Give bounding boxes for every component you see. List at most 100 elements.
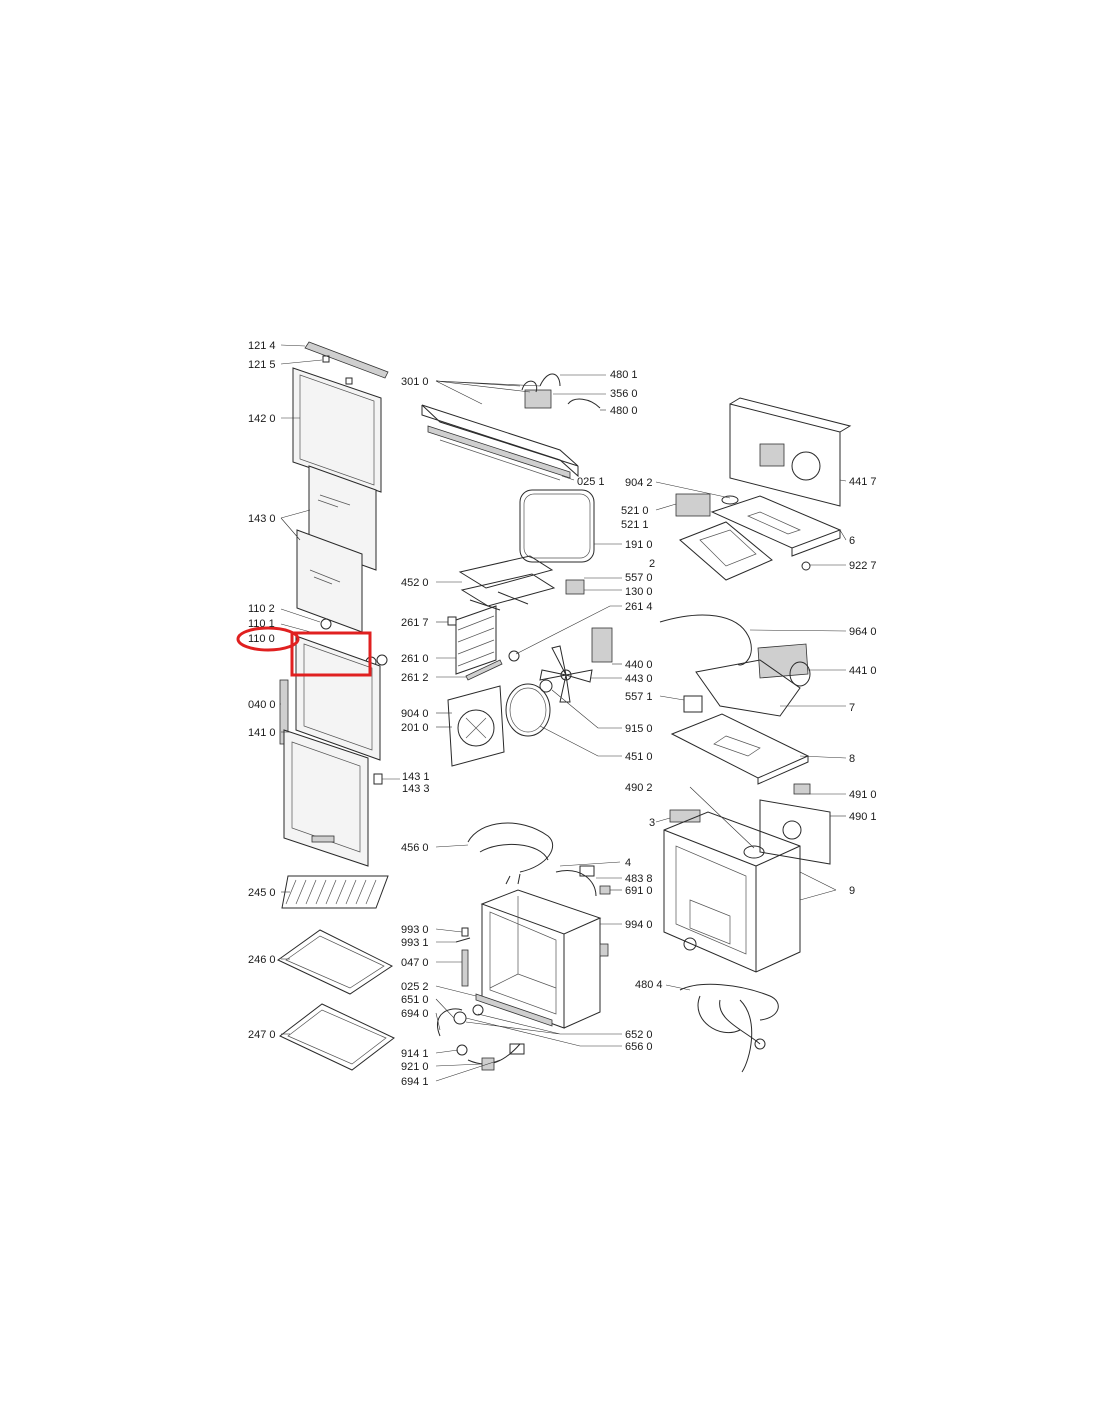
electronic-board[interactable] <box>524 389 552 409</box>
part-label-246-0: 246 0 <box>248 954 276 966</box>
part-label-047-0: 047 0 <box>401 957 429 969</box>
grommet-490-2[interactable] <box>743 845 765 859</box>
part-label-143-3: 143 3 <box>402 783 430 795</box>
part-label-904-0: 904 0 <box>401 708 429 720</box>
rail-pin[interactable] <box>508 650 520 662</box>
lamp-cover[interactable] <box>472 1004 484 1016</box>
fan-motor-440[interactable] <box>591 627 613 663</box>
part-label-557-1: 557 1 <box>625 691 653 703</box>
thermostat-557-1[interactable] <box>683 695 703 713</box>
part-label-456-0: 456 0 <box>401 842 429 854</box>
cooling-plate-2[interactable] <box>679 521 773 581</box>
baking-tray-246[interactable] <box>277 929 393 995</box>
connector-491[interactable] <box>793 783 811 795</box>
part-label-993-1: 993 1 <box>401 937 429 949</box>
part-label-201-0: 201 0 <box>401 722 429 734</box>
hinge-washer[interactable] <box>376 654 388 666</box>
part-label-121-4: 121 4 <box>248 340 276 352</box>
pipe-964[interactable] <box>659 614 752 666</box>
door-seal-191[interactable] <box>519 489 595 563</box>
part-label-694-1: 694 1 <box>401 1076 429 1088</box>
wire-483-8[interactable] <box>555 870 597 897</box>
cooling-fan-441[interactable] <box>757 643 811 687</box>
door-inner-frame-110[interactable] <box>295 635 381 761</box>
rail-261-2[interactable] <box>465 659 503 681</box>
base-plate-8[interactable] <box>670 713 810 785</box>
fan-nut-915[interactable] <box>539 679 553 693</box>
door-handle-badge <box>311 835 335 843</box>
part-label-914-1: 914 1 <box>401 1048 429 1060</box>
cable-plug[interactable] <box>509 1043 525 1055</box>
part-label-121-5: 121 5 <box>248 359 276 371</box>
air-duct-7[interactable] <box>695 659 801 717</box>
part-label-025-2: 025 2 <box>401 981 429 993</box>
deep-tray-247[interactable] <box>279 1003 395 1071</box>
trim-piece-3[interactable] <box>669 809 701 823</box>
part-label-557-0: 557 0 <box>625 572 653 584</box>
outer-casing-9[interactable] <box>663 811 801 973</box>
cavity-screw[interactable] <box>455 937 471 943</box>
part-label-521-0: 521 0 <box>621 505 649 517</box>
part-label-8: 8 <box>849 753 855 765</box>
door-top-trim[interactable] <box>304 341 389 379</box>
part-label-993-0: 993 0 <box>401 924 429 936</box>
part-label-356-0: 356 0 <box>610 388 638 400</box>
power-cable[interactable] <box>467 1043 521 1065</box>
wire-480-1[interactable] <box>539 373 561 387</box>
outer-door-141[interactable] <box>283 729 369 867</box>
door-clip[interactable] <box>373 773 383 785</box>
part-label-301-0: 301 0 <box>401 376 429 388</box>
fan-cover-201[interactable] <box>447 685 505 767</box>
lamp-651[interactable] <box>453 1011 467 1025</box>
trim-clip[interactable] <box>345 377 353 385</box>
ring-element-451[interactable] <box>505 683 551 737</box>
grill-element-456[interactable] <box>467 822 554 885</box>
side-rail-261[interactable] <box>455 605 497 675</box>
part-label-480-4: 480 4 <box>635 979 663 991</box>
part-label-480-0: 480 0 <box>610 405 638 417</box>
part-label-141-0: 141 0 <box>248 727 276 739</box>
part-label-143-0: 143 0 <box>248 513 276 525</box>
wiring-harness-480-4[interactable] <box>679 983 779 1073</box>
connector-691[interactable] <box>579 865 595 877</box>
back-panel-441-7[interactable] <box>729 397 852 507</box>
sensor-691[interactable] <box>599 885 611 895</box>
part-label-191-0: 191 0 <box>625 539 653 551</box>
part-label-4: 4 <box>625 857 631 869</box>
wire-301[interactable] <box>521 380 538 393</box>
bushing-904-2[interactable] <box>721 495 739 505</box>
part-label-691-0: 691 0 <box>625 885 653 897</box>
fan-bracket[interactable] <box>565 579 585 595</box>
part-label-443-0: 443 0 <box>625 673 653 685</box>
part-label-452-0: 452 0 <box>401 577 429 589</box>
grommet-914[interactable] <box>456 1044 468 1056</box>
cavity-bracket-047[interactable] <box>461 949 469 987</box>
part-label-483-8: 483 8 <box>625 873 653 885</box>
screw-922-7[interactable] <box>801 561 811 571</box>
side-panel-490-1[interactable] <box>759 799 831 865</box>
part-label-247-0: 247 0 <box>248 1029 276 1041</box>
door-assembly <box>277 341 395 1071</box>
cable-694[interactable] <box>437 1008 463 1037</box>
trim-clip[interactable] <box>322 355 330 363</box>
shelf-rails-452[interactable] <box>458 555 556 611</box>
fan-blade-443[interactable] <box>539 645 593 703</box>
wire-480-0[interactable] <box>567 398 601 409</box>
lower-strip-025[interactable] <box>475 993 553 1027</box>
control-strip <box>427 425 571 479</box>
cavity-fixing[interactable] <box>461 927 469 937</box>
part-label-964-0: 964 0 <box>849 626 877 638</box>
relay-board-521[interactable] <box>675 493 711 517</box>
part-label-490-1: 490 1 <box>849 811 877 823</box>
part-label-245-0: 245 0 <box>248 887 276 899</box>
part-label-261-4: 261 4 <box>625 601 653 613</box>
casing-assembly <box>659 397 852 1073</box>
part-label-440-0: 440 0 <box>625 659 653 671</box>
part-label-441-7: 441 7 <box>849 476 877 488</box>
hinge-washer[interactable] <box>320 618 332 630</box>
part-label-261-0: 261 0 <box>401 653 429 665</box>
door-inner-glass-142[interactable] <box>292 367 382 493</box>
wire-rack-245[interactable] <box>281 875 389 909</box>
rail-screw[interactable] <box>447 616 457 626</box>
